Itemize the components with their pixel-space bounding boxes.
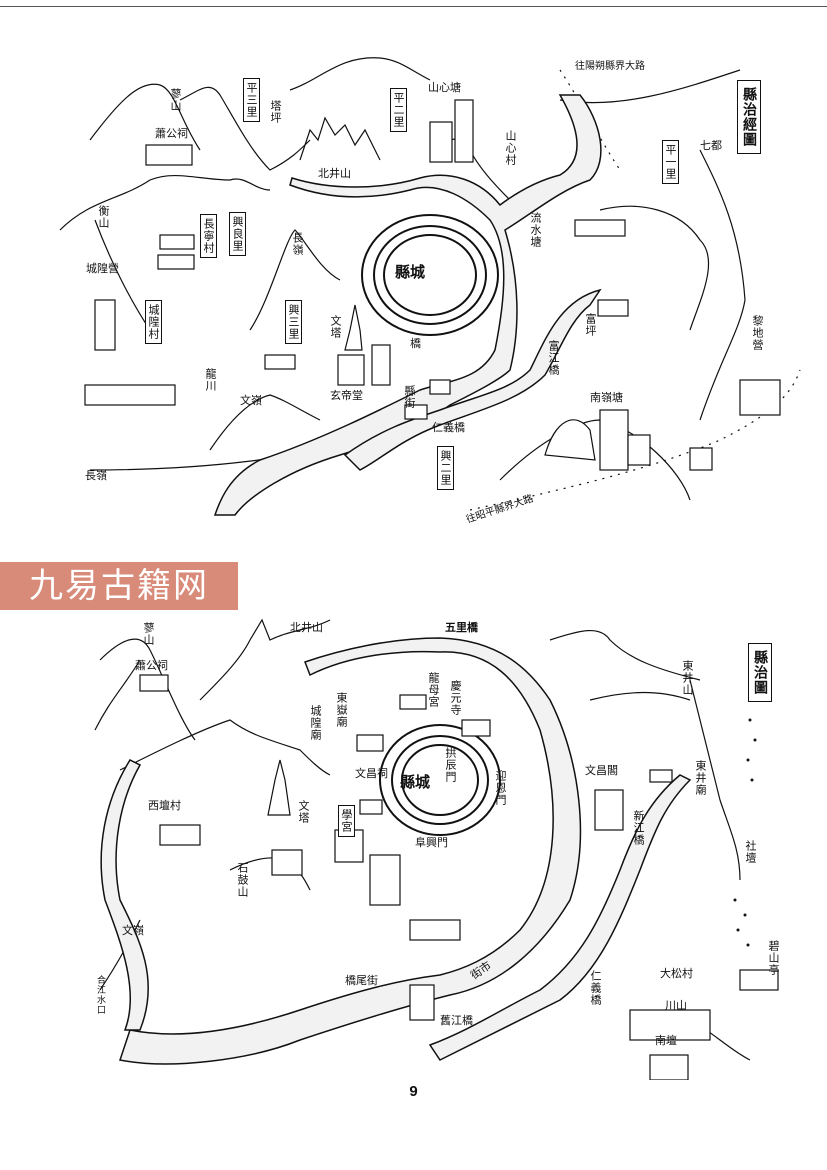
city-wall-top bbox=[361, 214, 499, 336]
label-shigu-shan: 石鼓山 bbox=[236, 862, 249, 898]
wen-ta-pagoda-top bbox=[344, 304, 363, 351]
buildings-top bbox=[84, 99, 781, 471]
label-xian-jie: 縣街 bbox=[403, 385, 416, 409]
label-changning-cun: 長寧村 bbox=[200, 214, 217, 258]
label-qi-du: 七都 bbox=[700, 139, 722, 152]
label-qingyuan-si: 慶元寺 bbox=[449, 680, 462, 716]
label-lidi-ying: 黎地營 bbox=[751, 315, 764, 351]
label-renyi-qiao: 仁義橋 bbox=[432, 421, 465, 434]
label-wen-ling-b: 文嶺 bbox=[122, 924, 144, 937]
label-xingliang-li: 興良里 bbox=[229, 212, 246, 256]
label-wuli-qiao: 五里橋 bbox=[445, 621, 478, 634]
label-xitan-cun: 西壇村 bbox=[148, 799, 181, 812]
label-xiaogong-ci-b: 蕭公祠 bbox=[135, 659, 168, 672]
county-map-bottom: 縣治圖 縣城 北井山 五里橋 蓼山 蕭公祠 龍母宮 慶元寺 東嶽廟 城隍廟 拱辰… bbox=[0, 600, 827, 1080]
label-chang-ling-mid: 長嶺 bbox=[291, 232, 304, 256]
label-dongjing-miao: 東井廟 bbox=[694, 760, 707, 796]
label-fuxing-men: 阜興門 bbox=[415, 836, 448, 849]
county-city-label: 縣城 bbox=[395, 263, 426, 281]
label-heng-shan: 衡山 bbox=[97, 205, 110, 229]
page-top-rule bbox=[0, 6, 827, 7]
label-dasong-cun: 大松村 bbox=[660, 967, 693, 980]
river-system-bottom bbox=[100, 637, 692, 1065]
label-renyi-qiao-b: 仁義橋 bbox=[589, 970, 602, 1006]
label-wen-ta: 文塔 bbox=[329, 315, 342, 339]
label-chang-ling: 長嶺 bbox=[85, 469, 107, 482]
label-dongjing-shan: 東井山 bbox=[681, 660, 694, 696]
label-fu-jiang-qiao: 富江橋 bbox=[547, 340, 560, 376]
label-wen-ling: 文嶺 bbox=[240, 394, 262, 407]
label-xing-er-li: 興二里 bbox=[437, 446, 454, 490]
label-ping-san-li: 平三里 bbox=[243, 78, 260, 122]
label-liao-shan-b: 蓼山 bbox=[142, 622, 155, 646]
label-xiaogong-ci: 蕭公祠 bbox=[155, 127, 188, 140]
label-she-tan: 社壇 bbox=[744, 840, 757, 864]
label-chenghuang-miao: 城隍廟 bbox=[309, 705, 322, 741]
label-wenchang-ci: 文昌祠 bbox=[355, 767, 388, 780]
label-wenchang-ge: 文昌閣 bbox=[585, 764, 618, 777]
watermark-banner: 九易古籍网 bbox=[0, 562, 238, 610]
label-gongchen-men: 拱辰門 bbox=[444, 747, 457, 783]
label-liao-shan: 蓼山 bbox=[169, 88, 182, 112]
label-xing-san-li: 興三里 bbox=[285, 300, 302, 344]
label-ta-ping: 塔坪 bbox=[269, 100, 282, 124]
label-road-north: 往陽朔縣界大路 bbox=[575, 61, 645, 72]
label-fu-ping: 富坪 bbox=[584, 313, 597, 337]
map-title: 縣治經圖 bbox=[737, 80, 761, 154]
wenchang-ge-tower bbox=[594, 789, 624, 831]
label-qiao: 橋 bbox=[410, 337, 421, 350]
label-dongyue-miao: 東嶽廟 bbox=[335, 692, 348, 728]
page-number: 9 bbox=[409, 1083, 418, 1100]
label-longmu-gong: 龍母宮 bbox=[427, 672, 440, 708]
label-xinjiang-qiao: 新江橋 bbox=[632, 810, 645, 846]
map-top-drawing bbox=[59, 57, 801, 516]
label-nan-ling-tang: 南嶺塘 bbox=[590, 391, 623, 404]
map-title-bottom: 縣治圖 bbox=[748, 643, 772, 702]
label-chuan-shan: 川山 bbox=[665, 999, 687, 1012]
label-qiaowei-jie: 橋尾街 bbox=[345, 974, 378, 987]
label-shanxin-cun: 山心村 bbox=[504, 130, 517, 166]
city-wall-bottom bbox=[379, 724, 501, 836]
label-hejiang-kou: 合江水口 bbox=[95, 975, 105, 1015]
map-bottom-drawing bbox=[94, 618, 779, 1080]
label-chenghuang-ying: 城隍營 bbox=[86, 262, 119, 275]
county-city-label-bottom: 縣城 bbox=[400, 773, 431, 791]
forest-dots bbox=[733, 718, 757, 947]
label-beijing-shan-b: 北井山 bbox=[290, 621, 323, 634]
label-yingen-men: 迎恩門 bbox=[494, 770, 507, 806]
county-map-top: 縣治經圖 縣城 蓼山 蕭公祠 平三里 塔坪 平二里 山心塘 山心村 北井山 平一… bbox=[0, 0, 827, 540]
label-shanxin-tang: 山心塘 bbox=[428, 81, 461, 94]
label-beijing-shan: 北井山 bbox=[318, 167, 351, 180]
label-liu-shui-tang: 流水塘 bbox=[529, 212, 542, 248]
label-jiujiang-qiao: 舊江橋 bbox=[440, 1014, 473, 1027]
label-long-chuan: 龍川 bbox=[204, 368, 217, 392]
label-chenghuang-cun: 城隍村 bbox=[145, 300, 162, 344]
label-ping-yi-li: 平一里 bbox=[662, 140, 679, 184]
river-system bbox=[213, 94, 602, 516]
label-bei-shan-ting: 碧山亭 bbox=[767, 940, 780, 976]
buildings-bottom bbox=[139, 674, 779, 1080]
label-xuandi-tang: 玄帝堂 bbox=[330, 389, 363, 402]
label-wen-ta-b: 文塔 bbox=[297, 800, 310, 824]
label-nan-tan: 南壇 bbox=[655, 1034, 677, 1047]
wen-ta-pagoda-bottom bbox=[267, 759, 291, 816]
beijing-shan-peaks bbox=[299, 116, 381, 161]
label-xue-gong: 學宮 bbox=[338, 805, 355, 837]
label-ping-er-li: 平二里 bbox=[390, 88, 407, 132]
liao-shan-mountain bbox=[89, 83, 311, 171]
